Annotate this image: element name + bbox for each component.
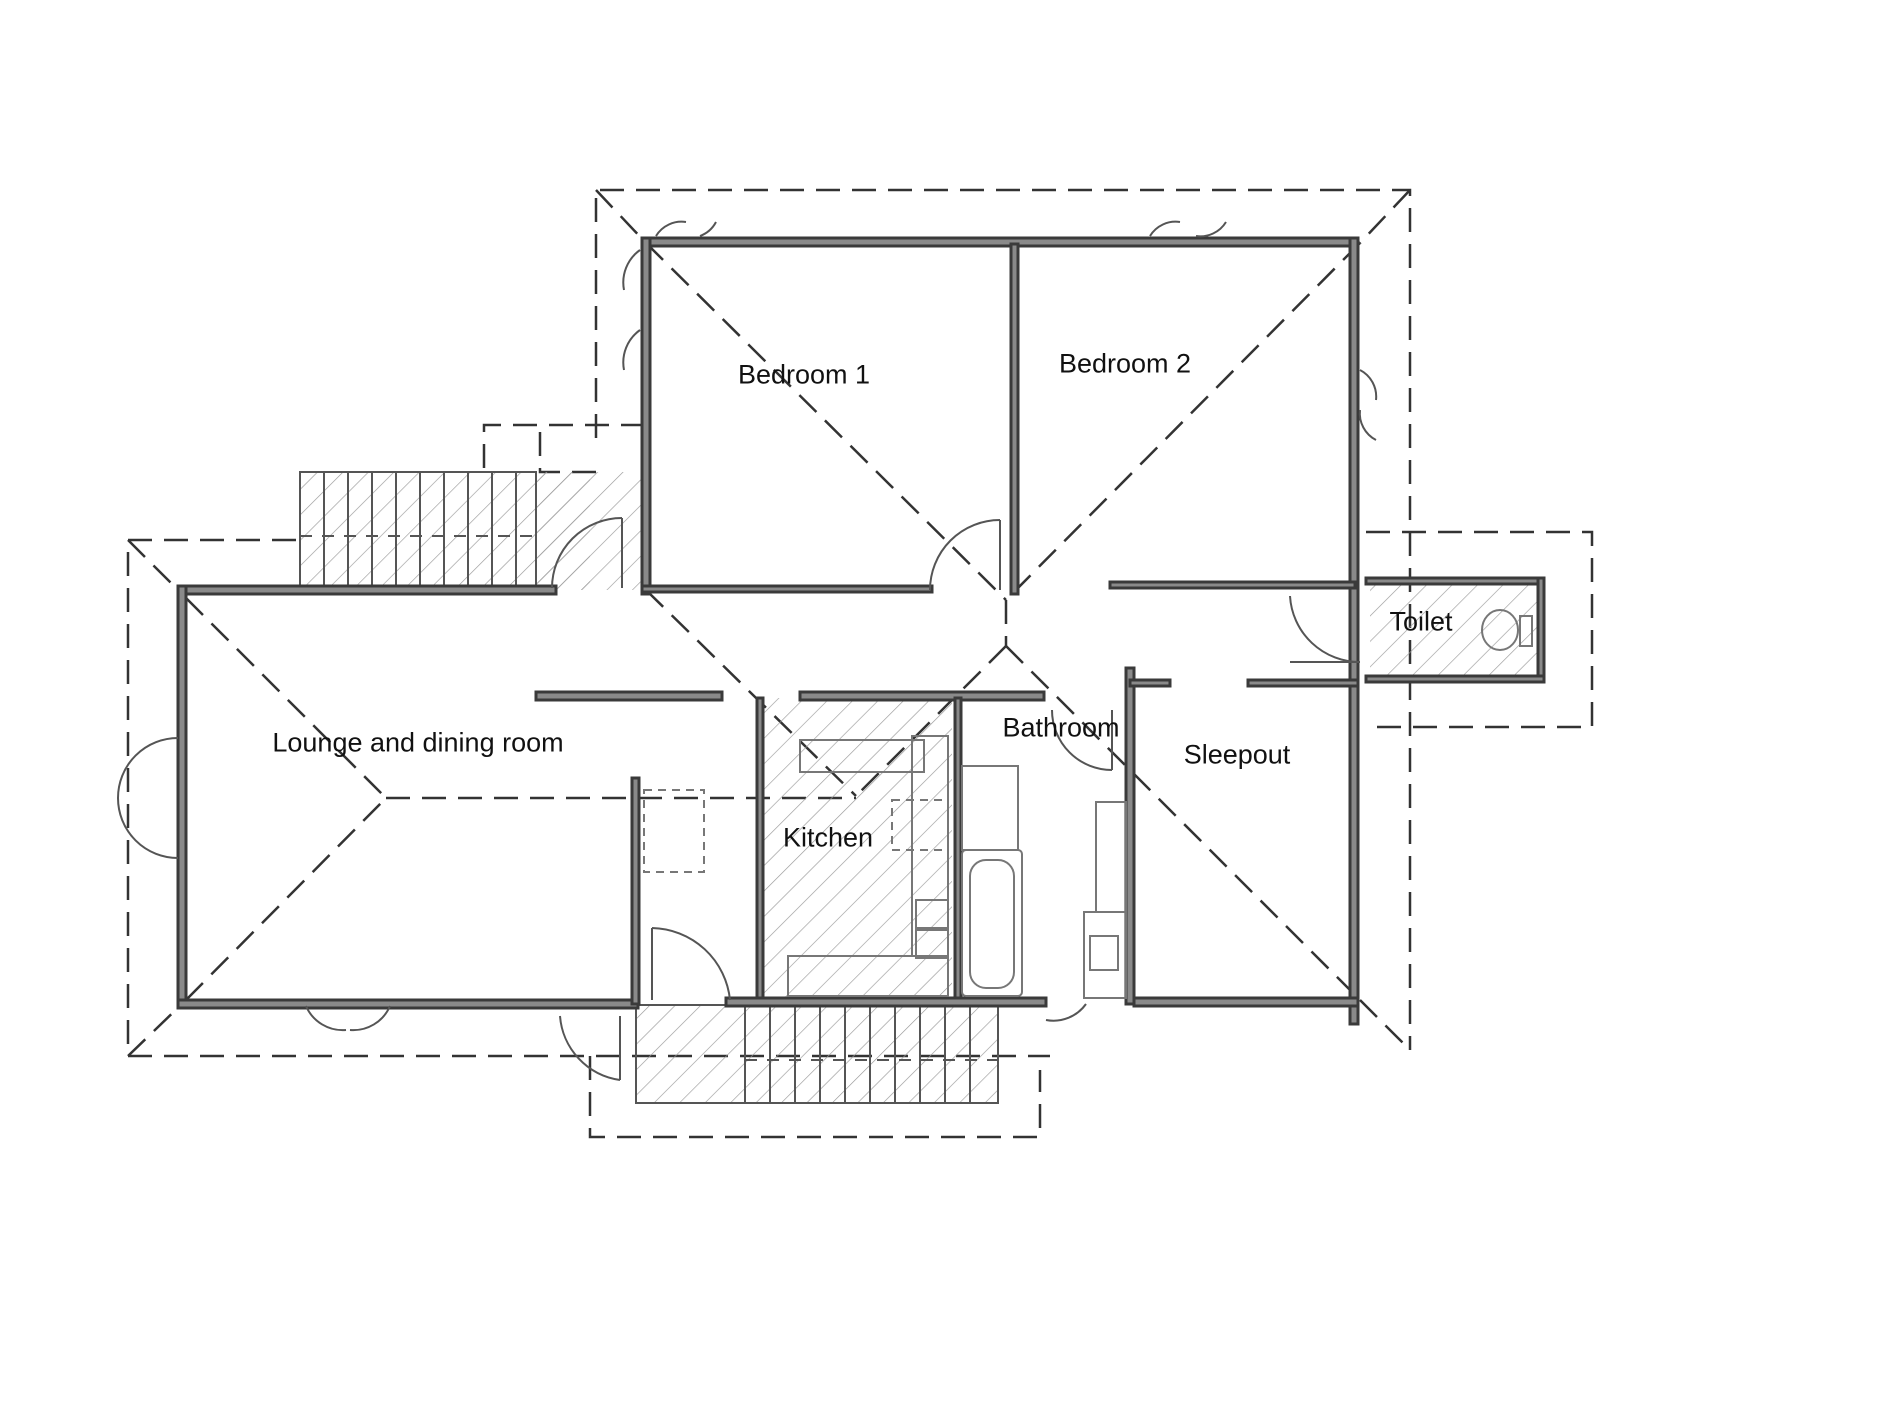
doors — [117, 220, 1378, 1081]
front-stairs — [635, 1004, 999, 1104]
fixtures — [643, 609, 1533, 999]
walls — [176, 236, 1546, 1026]
